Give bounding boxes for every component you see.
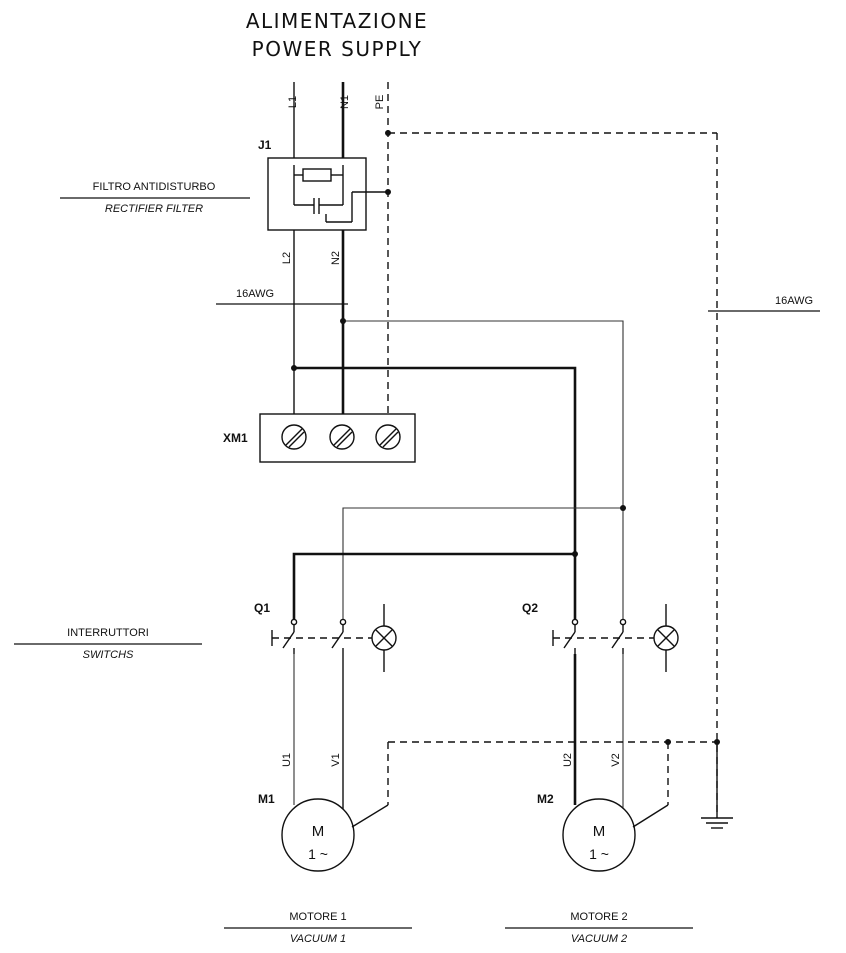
wire-n-branch-q2 — [343, 320, 624, 622]
switches-label-it: INTERRUTTORI — [67, 627, 149, 639]
filter-ref: J1 — [258, 138, 272, 152]
terminal-screw-1 — [281, 424, 307, 450]
motor2-label-it: MOTORE 2 — [570, 911, 627, 923]
cable-label-right: 16AWG — [775, 295, 813, 307]
indicator-lamp-q1 — [371, 604, 397, 672]
switch-ref-q2: Q2 — [522, 601, 538, 615]
terminal-screw-3 — [375, 424, 401, 450]
motor2-phase: 1 ~ — [589, 846, 609, 862]
wire-l-branch-q2 — [294, 366, 577, 622]
ground-icon — [701, 742, 733, 829]
switches-label-en: SWITCHS — [83, 649, 134, 661]
wire-n-to-q1 — [342, 507, 623, 622]
motor1-symbol — [281, 798, 355, 872]
filter-output-l2: L2 — [281, 252, 293, 264]
motor2-label-en: VACUUM 2 — [571, 933, 627, 945]
motor2-letter: M — [593, 823, 606, 840]
indicator-lamp-q2 — [653, 604, 679, 672]
motor1-terminal-v1: V1 — [330, 753, 342, 766]
motor1-terminal-u1: U1 — [281, 753, 293, 767]
motor1-letter: M — [312, 823, 325, 840]
motor2-terminal-v2: V2 — [610, 753, 622, 766]
junction-l-q1 — [572, 551, 578, 557]
motor2-ref: M2 — [537, 792, 554, 806]
junction-pe-top — [385, 130, 391, 136]
filter-output-n2: N2 — [330, 251, 342, 265]
junction-filter-pe — [385, 189, 391, 195]
wire-l-to-q1 — [292, 552, 575, 622]
motor1-phase: 1 ~ — [308, 846, 328, 862]
motor1-ref: M1 — [258, 792, 275, 806]
switch-q2 — [552, 618, 654, 654]
motor2-earth-lead — [632, 804, 669, 828]
terminal-label-l1: L1 — [287, 96, 299, 108]
junction-n-q1 — [620, 505, 626, 511]
filter-label-it: FILTRO ANTIDISTURBO — [93, 181, 216, 193]
switch-q1 — [271, 618, 372, 654]
title-line-1: ALIMENTAZIONE — [246, 9, 428, 33]
junction-l2-branch — [291, 365, 297, 371]
cable-label-left: 16AWG — [236, 288, 274, 300]
terminal-label-pe: PE — [374, 95, 386, 110]
switch-ref-q1: Q1 — [254, 601, 270, 615]
terminal-label-n1: N1 — [339, 95, 351, 109]
filter-label-en: RECTIFIER FILTER — [105, 203, 203, 215]
title-line-2: POWER SUPPLY — [252, 37, 423, 61]
motor2-symbol — [562, 798, 636, 872]
motor1-label-en: VACUUM 1 — [290, 933, 346, 945]
junction-n2-branch — [340, 318, 346, 324]
terminal-block-ref: XM1 — [223, 431, 248, 445]
motor1-earth-lead — [351, 804, 389, 828]
motor2-terminal-u2: U2 — [562, 753, 574, 767]
motor1-label-it: MOTORE 1 — [289, 911, 346, 923]
junction-earth-motor2 — [665, 739, 671, 745]
filter-internals — [293, 165, 388, 223]
terminal-screw-2 — [329, 424, 355, 450]
